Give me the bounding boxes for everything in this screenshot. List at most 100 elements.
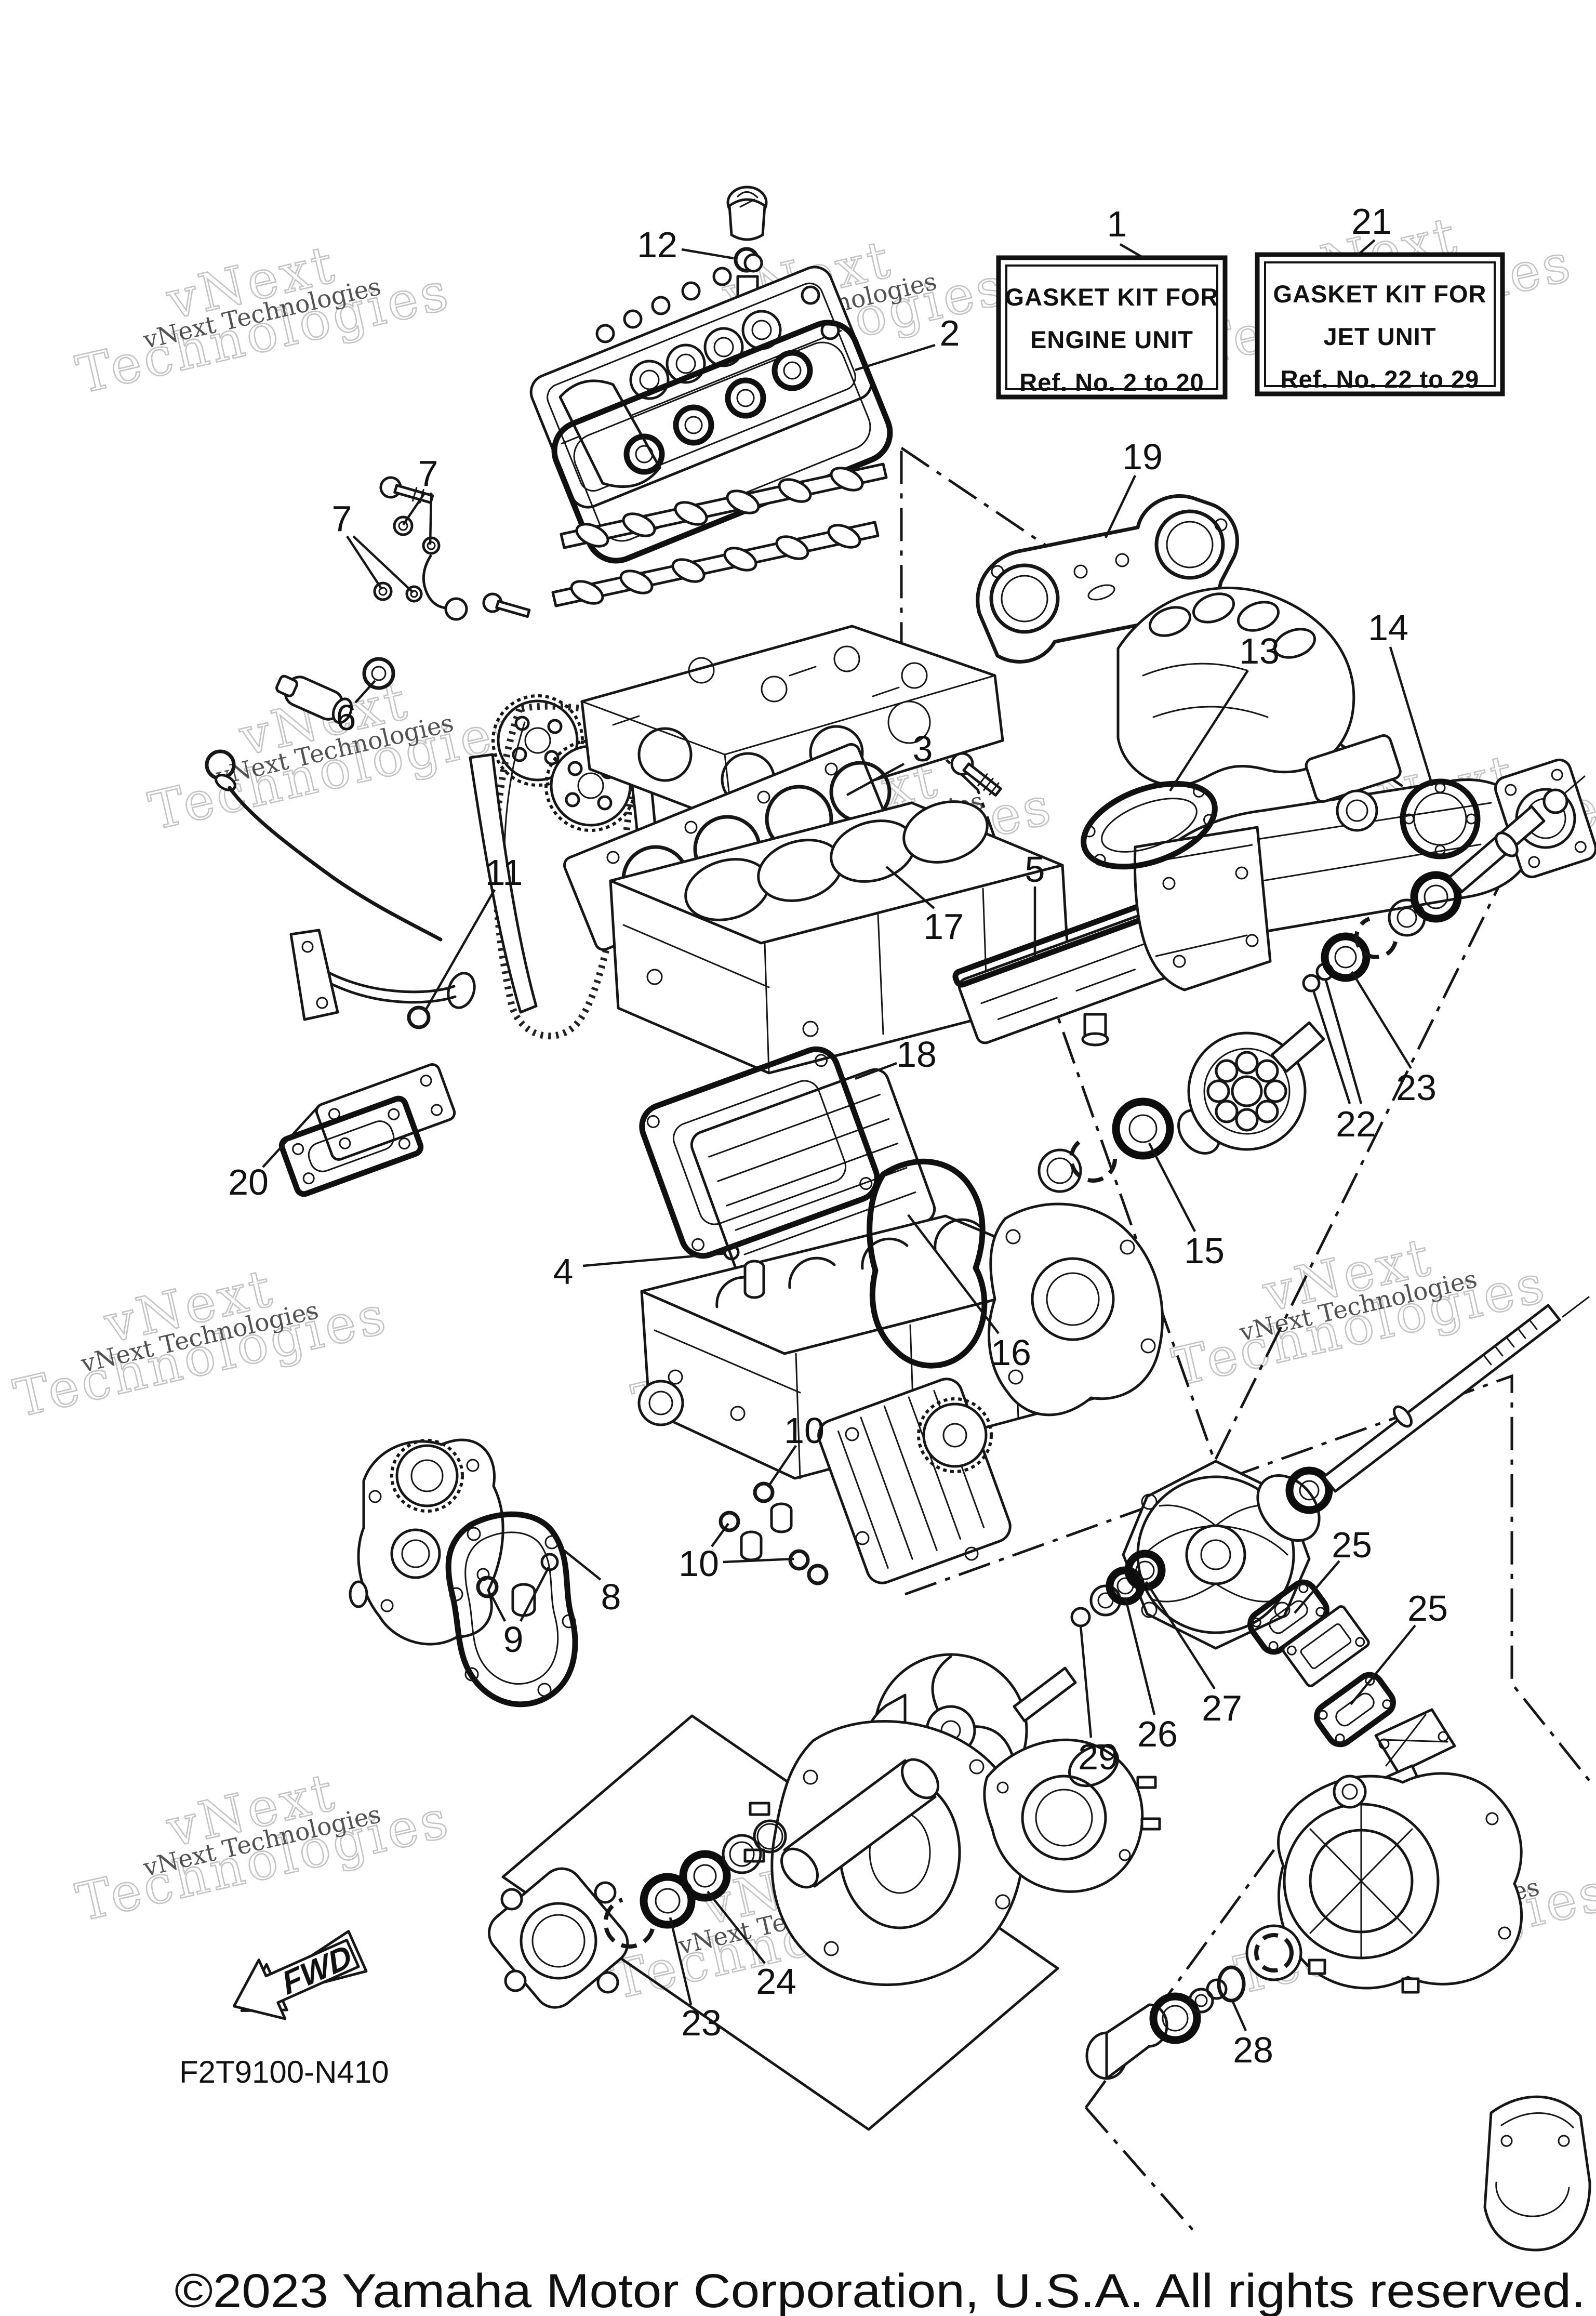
leader-line-24	[707, 1890, 766, 1964]
callout-25: 25	[1332, 1525, 1372, 1565]
o-ring-29	[1070, 1607, 1091, 1627]
cam-sensor-6	[275, 657, 395, 724]
callout-27: 27	[1202, 1688, 1242, 1728]
leader-line-21	[1356, 239, 1376, 257]
leader-line-25	[1294, 1560, 1340, 1614]
outlet-cover	[1134, 826, 1272, 991]
leader-line-14	[1389, 646, 1434, 786]
jet-kit-box-line-1: JET UNIT	[1324, 323, 1437, 350]
leader-line-9	[489, 1592, 506, 1622]
leader-line-10	[767, 1445, 797, 1488]
seal-24	[679, 1850, 731, 1902]
callout-8: 8	[601, 1577, 621, 1617]
leader-line-27	[1145, 1581, 1216, 1690]
anode-gasket-20	[278, 1095, 424, 1197]
leader-line-10	[723, 1557, 794, 1564]
callout-15: 15	[1184, 1230, 1225, 1271]
dipstick-group	[205, 749, 443, 942]
leader-line-12	[681, 248, 734, 260]
corner-housing	[1483, 2095, 1591, 2252]
leader-line-15	[1148, 1142, 1196, 1233]
callout-5: 5	[1025, 849, 1045, 890]
leader-line-7	[352, 535, 414, 593]
callout-2: 2	[940, 313, 960, 353]
anode-cover-group	[278, 1063, 456, 1197]
jet-kit-box-inner-border	[1264, 261, 1496, 387]
leader-line-11	[424, 889, 496, 1012]
bearing-seal-upper	[1410, 871, 1462, 923]
coupling-group	[1177, 775, 1586, 1155]
jet-kit-box-line-0: GASKET KIT FOR	[1273, 280, 1487, 308]
thermostat-bolt	[950, 752, 1002, 797]
callout-10: 10	[679, 1543, 719, 1584]
pump-gasket-8	[445, 1511, 578, 1708]
engine-kit-box-inner-border	[1005, 264, 1218, 390]
callout-19: 19	[1122, 436, 1163, 477]
muffler-gasket-13	[1081, 780, 1218, 870]
o-ring-28	[1217, 1965, 1246, 2003]
leader-line-3	[846, 763, 905, 796]
leader-line-18	[855, 1062, 897, 1080]
leader-line-13	[1169, 669, 1249, 792]
bolt-towers	[595, 253, 840, 343]
leader-line-22	[1312, 990, 1351, 1104]
seal-23-upper	[1321, 932, 1371, 982]
circlip-lower	[603, 1898, 655, 1949]
pump-seals-9	[476, 1553, 559, 1617]
leader-line-1	[1119, 243, 1146, 260]
leader-line-23	[1351, 971, 1412, 1069]
sensor-gasket	[362, 657, 395, 690]
leader-line-20	[262, 1106, 319, 1168]
oil-pipe-group	[289, 929, 476, 1029]
callout-23: 23	[1396, 1067, 1437, 1108]
jet-pump-boundary	[905, 1374, 1592, 2233]
drive-shaft-upper	[1448, 805, 1546, 893]
callout-22: 22	[1336, 1104, 1376, 1144]
callout-17: 17	[923, 906, 964, 947]
muffler-gasket-14	[1400, 778, 1481, 859]
jet-pump-group	[743, 1296, 1590, 1987]
oil-cooler-group	[639, 1046, 936, 1286]
o-rings-10	[719, 1481, 829, 1585]
seal-23-lower	[640, 1873, 696, 1929]
banjo-pipe	[422, 554, 451, 610]
leader-line-7	[402, 492, 426, 526]
leader-line-7	[429, 492, 433, 545]
callout-6: 6	[336, 697, 356, 738]
leader-line-19	[1104, 475, 1137, 538]
fwd-arrow: FWD	[232, 1930, 368, 2020]
leader-line-6	[354, 680, 376, 704]
drive-shaft-long	[1322, 1304, 1561, 1493]
generator-cover-group	[867, 1097, 1174, 1417]
circlip	[1069, 1137, 1117, 1183]
seal-27	[1124, 1550, 1166, 1591]
callout-23: 23	[681, 2003, 722, 2043]
water-box-flange	[1494, 758, 1596, 879]
o-ring-22a	[1302, 974, 1321, 992]
muffler-body	[1134, 734, 1535, 991]
callout-20: 20	[228, 1162, 269, 1202]
intake-camshaft	[560, 462, 888, 549]
spacer-block	[1282, 1605, 1370, 1687]
callout-11: 11	[485, 852, 523, 893]
callout-13: 13	[1239, 631, 1280, 671]
callout-28: 28	[1233, 2030, 1273, 2070]
callout-29: 29	[1078, 1737, 1119, 1777]
callout-14: 14	[1368, 607, 1408, 648]
valve-cover-group	[529, 186, 893, 564]
exhaust-manifold	[1116, 587, 1355, 787]
callout-26: 26	[1137, 1714, 1178, 1754]
leader-line-25	[1350, 1624, 1416, 1705]
exhaust-group	[976, 494, 1596, 991]
callout-9: 9	[503, 1619, 524, 1660]
shaft-bearing	[1285, 1466, 1333, 1514]
gasket-grommets	[623, 350, 813, 475]
engine-kit-box-line-1: ENGINE UNIT	[1030, 326, 1193, 353]
leader-line-7	[346, 535, 383, 590]
callout-1: 1	[1107, 204, 1127, 244]
callout-16: 16	[991, 1332, 1031, 1373]
